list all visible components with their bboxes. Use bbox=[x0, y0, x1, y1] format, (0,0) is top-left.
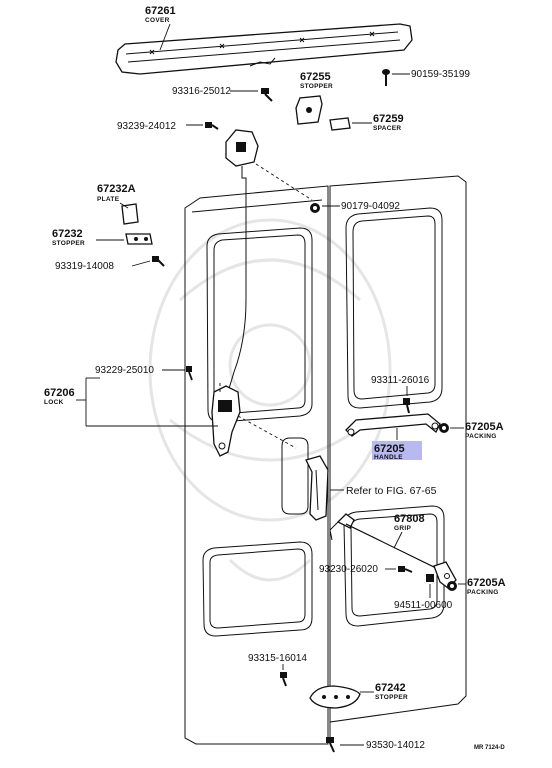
spacer-part bbox=[329, 117, 351, 131]
screw-93319 bbox=[152, 256, 165, 267]
fastener-94511-00600: 94511-00600 bbox=[394, 600, 453, 611]
fastener-93230-26020: 93230-26020 bbox=[319, 564, 378, 575]
packing-lower-label: PACKING bbox=[467, 589, 499, 596]
spacer-number: 67259 bbox=[373, 113, 404, 125]
stopper-bottom-number: 67242 bbox=[375, 682, 406, 694]
plate-label: PLATE bbox=[97, 196, 120, 203]
bolt-93316 bbox=[261, 88, 273, 102]
cover-number: 67261 bbox=[145, 5, 176, 17]
diagram-code: MR 7124-D bbox=[474, 745, 505, 751]
grip-number: 67808 bbox=[394, 513, 425, 525]
lock-label: LOCK bbox=[44, 399, 64, 406]
fastener-93315-16014: 93315-16014 bbox=[248, 653, 307, 664]
fastener-93311-26016: 93311-26016 bbox=[371, 375, 430, 386]
spacer-label: SPACER bbox=[373, 125, 401, 132]
cover-label: COVER bbox=[145, 17, 170, 24]
handle-highlight bbox=[372, 441, 422, 460]
stopper-left-number: 67232 bbox=[52, 228, 83, 240]
packing-upper-number: 67205A bbox=[465, 421, 504, 433]
bolt-93229 bbox=[186, 366, 193, 381]
handle-number: 67205 bbox=[374, 443, 405, 455]
stopper-left-part bbox=[125, 233, 153, 245]
fastener-93530-14012: 93530-14012 bbox=[366, 740, 425, 751]
stopper-bottom-part bbox=[309, 685, 361, 709]
handle-label: HANDLE bbox=[374, 454, 403, 461]
bolt-93239 bbox=[205, 122, 219, 130]
fastener-93229-25010: 93229-25010 bbox=[95, 365, 154, 376]
plate-number: 67232A bbox=[97, 183, 136, 195]
screw-90159 bbox=[382, 69, 390, 86]
nut-90179 bbox=[310, 203, 320, 213]
outer-handle-part bbox=[305, 455, 329, 521]
packing-upper-part bbox=[439, 423, 449, 433]
fastener-90179-04092: 90179-04092 bbox=[341, 201, 400, 212]
fastener-90159-35199: 90159-35199 bbox=[411, 69, 470, 80]
fastener-93239-24012: 93239-24012 bbox=[117, 121, 176, 132]
stopper-top-part bbox=[295, 95, 323, 125]
nut-94511 bbox=[426, 574, 434, 582]
inner-handle-part bbox=[345, 413, 441, 437]
lock-part bbox=[211, 385, 241, 457]
upper-latch-part bbox=[225, 129, 259, 393]
stopper-top-number: 67255 bbox=[300, 71, 331, 83]
packing-lower-part bbox=[447, 581, 457, 591]
cover-part bbox=[115, 23, 413, 75]
screw-93230 bbox=[398, 566, 413, 573]
plate-part bbox=[121, 203, 139, 225]
fastener-93316-25012: 93316-25012 bbox=[172, 86, 231, 97]
stopper-left-label: STOPPER bbox=[52, 240, 85, 247]
packing-lower-number: 67205A bbox=[467, 577, 506, 589]
screw-93530 bbox=[326, 737, 335, 753]
packing-upper-label: PACKING bbox=[465, 433, 497, 440]
screw-93311 bbox=[403, 398, 410, 414]
stopper-top-label: STOPPER bbox=[300, 83, 333, 90]
fig-reference: Refer to FIG. 67-65 bbox=[346, 485, 437, 497]
screw-93315 bbox=[280, 672, 287, 687]
stopper-bottom-label: STOPPER bbox=[375, 694, 408, 701]
watermark-emblem bbox=[148, 218, 392, 582]
lock-number: 67206 bbox=[44, 387, 75, 399]
grip-label: GRIP bbox=[394, 525, 411, 532]
fastener-93319-14008: 93319-14008 bbox=[55, 261, 114, 272]
